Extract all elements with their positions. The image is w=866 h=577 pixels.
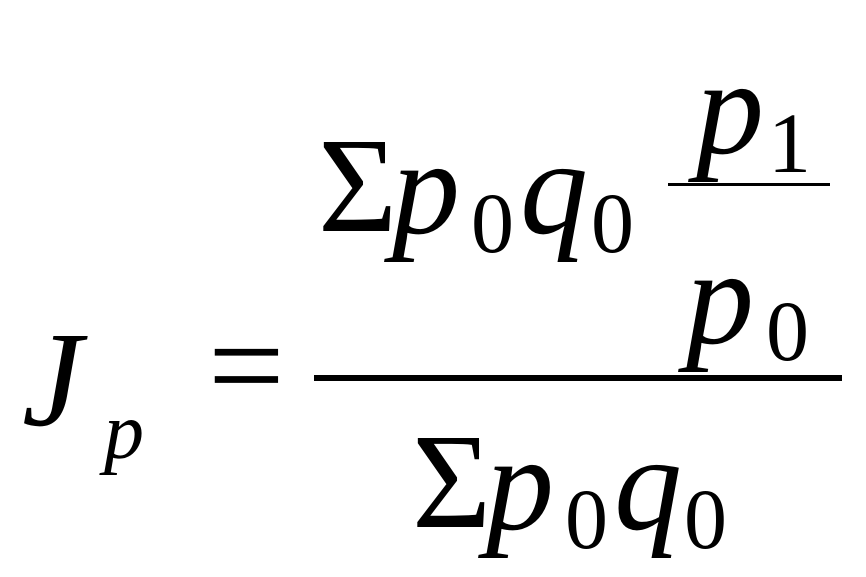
main-fraction-bar: [314, 375, 842, 381]
denominator-p-subscript: 0: [565, 471, 608, 567]
ratio-bottom-p: p: [686, 223, 754, 373]
equals-sign: =: [208, 291, 285, 441]
denominator-sigma: Σ: [412, 407, 492, 557]
denominator-q: q: [614, 409, 682, 559]
numerator-sigma: Σ: [318, 111, 398, 261]
denominator-q-subscript: 0: [684, 471, 727, 567]
ratio-bottom-subscript: 0: [766, 283, 809, 379]
numerator-q-subscript: 0: [591, 175, 634, 271]
numerator-p: p: [392, 113, 460, 263]
index-symbol-j: J: [22, 305, 83, 455]
numerator-p-subscript: 0: [471, 175, 514, 271]
ratio-top-p: p: [696, 33, 764, 183]
ratio-fraction-bar: [668, 183, 830, 186]
numerator-q: q: [520, 113, 588, 263]
ratio-top-subscript: 1: [768, 95, 811, 191]
index-subscript-p: p: [104, 388, 144, 476]
denominator-p: p: [486, 409, 554, 559]
